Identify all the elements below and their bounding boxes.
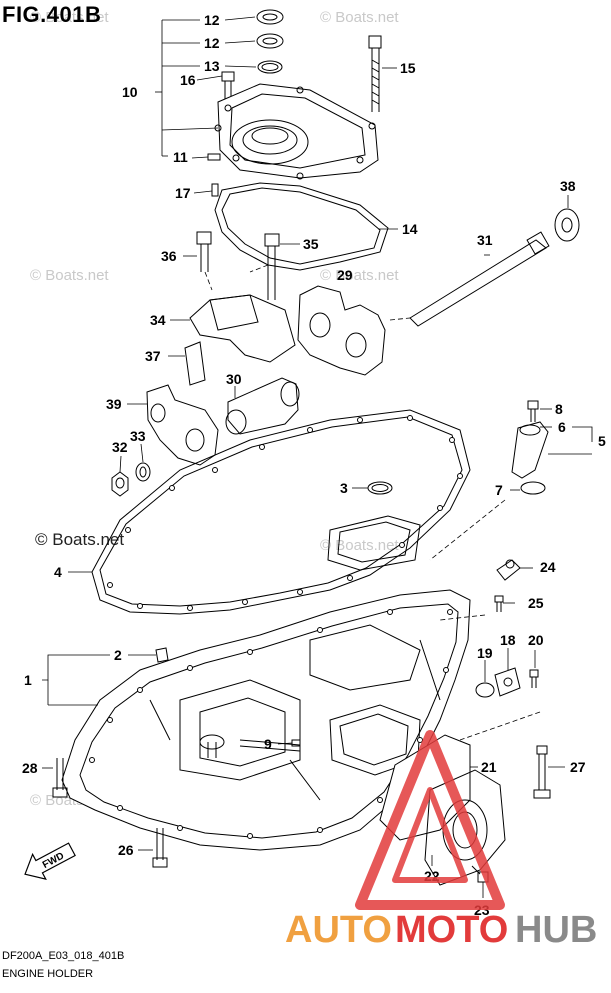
callout-21: 21 — [481, 759, 497, 775]
callout-19: 19 — [477, 645, 493, 661]
callout-27: 27 — [570, 759, 586, 775]
brand-text-moto: MOTO — [395, 909, 508, 951]
callout-1: 1 — [24, 672, 32, 688]
brand-logo — [355, 730, 505, 910]
callout-39: 39 — [106, 396, 122, 412]
callout-24: 24 — [540, 559, 556, 575]
callout-15: 15 — [400, 60, 416, 76]
callout-13: 13 — [204, 58, 220, 74]
callout-25: 25 — [528, 595, 544, 611]
callout-16: 16 — [180, 72, 196, 88]
callout-17: 17 — [175, 185, 191, 201]
watermark-faint: © Boats.net — [320, 9, 399, 26]
brand-text-auto: AUTO — [285, 909, 392, 951]
watermark-faint: © Boats.net — [320, 267, 399, 284]
callout-18: 18 — [500, 632, 516, 648]
callout-26: 26 — [118, 842, 134, 858]
callout-28: 28 — [22, 760, 38, 776]
callout-8: 8 — [555, 401, 563, 417]
callout-33: 33 — [130, 428, 146, 444]
callout-4: 4 — [54, 564, 62, 580]
callout-36: 36 — [161, 248, 177, 264]
figure-title: FIG.401B — [2, 2, 102, 27]
callout-34: 34 — [150, 312, 166, 328]
callout-3: 3 — [340, 480, 348, 496]
forward-arrow-icon: FWD — [24, 842, 76, 880]
callout-6: 6 — [558, 419, 566, 435]
watermark-faint: © Boats.net — [30, 9, 109, 26]
callout-7: 7 — [495, 482, 503, 498]
watermark-faint: © Boats.net — [30, 267, 109, 284]
callout-37: 37 — [145, 348, 161, 364]
callout-35: 35 — [303, 236, 319, 252]
callout-12: 12 — [204, 35, 220, 51]
callout-9: 9 — [264, 736, 272, 752]
callout-12: 12 — [204, 12, 220, 28]
callout-11: 11 — [173, 149, 188, 165]
callout-29: 29 — [337, 267, 353, 283]
figure-code: DF200A_E03_018_401B — [2, 950, 125, 962]
forward-label: FWD — [41, 851, 66, 871]
callout-30: 30 — [226, 371, 242, 387]
callout-31: 31 — [477, 232, 493, 248]
callout-2: 2 — [114, 647, 122, 663]
watermark-faint: © Boats.net — [320, 537, 399, 554]
callout-20: 20 — [528, 632, 544, 648]
brand-text-hub: HUB — [515, 909, 597, 951]
callout-38: 38 — [560, 178, 576, 194]
watermark-dark: © Boats.net — [35, 530, 124, 549]
callout-14: 14 — [402, 221, 418, 237]
figure-caption: ENGINE HOLDER — [2, 968, 94, 980]
callout-5: 5 — [598, 433, 606, 449]
callout-10: 10 — [122, 84, 138, 100]
callout-32: 32 — [112, 439, 128, 455]
